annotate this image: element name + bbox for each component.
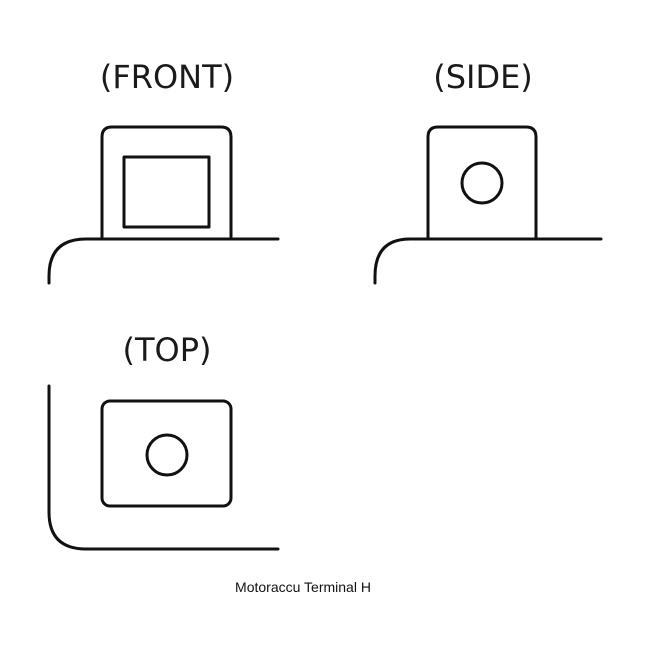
top-terminal-post (100, 399, 233, 508)
side-view-label: (SIDE) (433, 58, 533, 96)
top-view-label: (TOP) (123, 331, 212, 369)
front-view: (FRONT) (47, 58, 280, 285)
diagram-caption: Motoraccu Terminal H (235, 579, 371, 595)
top-bolt-hole (145, 433, 189, 477)
front-view-label: (FRONT) (100, 58, 234, 96)
side-battery-case-edge (373, 237, 603, 285)
front-terminal-post (100, 125, 233, 241)
top-view: (TOP) (47, 331, 280, 551)
side-bolt-hole (460, 161, 504, 205)
front-terminal-slot (122, 155, 211, 229)
front-battery-case-edge (47, 237, 280, 285)
side-view: (SIDE) (373, 58, 603, 285)
top-battery-case-edge (47, 384, 280, 551)
side-terminal-post (426, 125, 538, 241)
